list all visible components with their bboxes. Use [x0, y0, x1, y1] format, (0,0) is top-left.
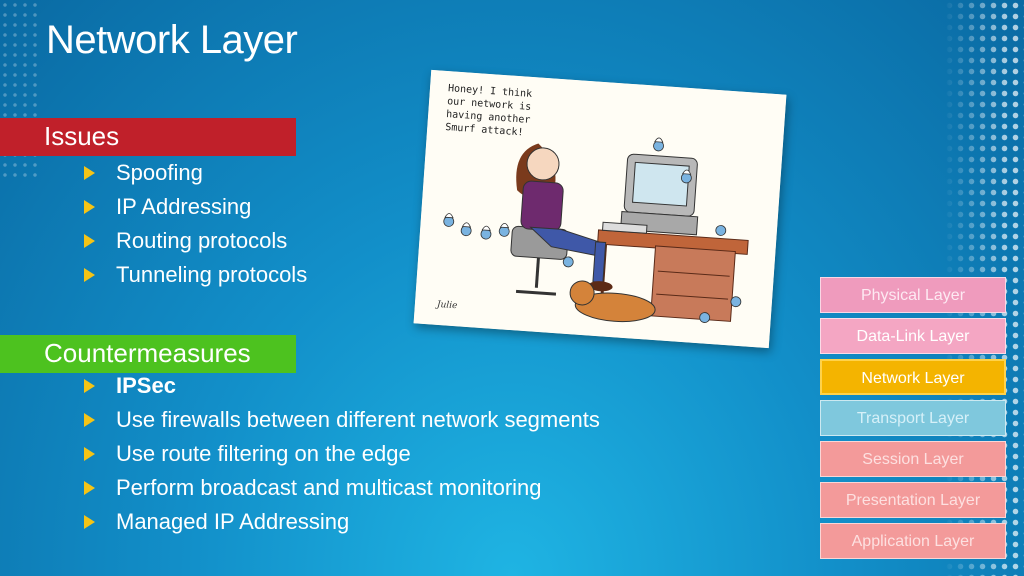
countermeasures-heading: Countermeasures — [0, 335, 296, 373]
list-item: Use firewalls between different network … — [80, 403, 600, 437]
layer-data-link: Data-Link Layer — [820, 318, 1006, 354]
osi-layer-stack: Physical Layer Data-Link Layer Network L… — [820, 277, 1006, 564]
bullet-arrow-icon — [84, 413, 95, 427]
list-item: Perform broadcast and multicast monitori… — [80, 471, 600, 505]
cartoon-signature: Julie — [435, 300, 458, 312]
bullet-arrow-icon — [84, 200, 95, 214]
bullet-arrow-icon — [84, 481, 95, 495]
issues-heading: Issues — [0, 118, 296, 156]
bullet-arrow-icon — [84, 234, 95, 248]
list-item: Routing protocols — [80, 224, 307, 258]
bullet-arrow-icon — [84, 166, 95, 180]
layer-transport: Transport Layer — [820, 400, 1006, 436]
bullet-arrow-icon — [84, 379, 95, 393]
layer-presentation: Presentation Layer — [820, 482, 1006, 518]
list-item: Spoofing — [80, 156, 307, 190]
layer-network: Network Layer — [820, 359, 1006, 395]
smurf-attack-cartoon: Honey! I think our network is having ano… — [413, 69, 787, 349]
layer-application: Application Layer — [820, 523, 1006, 559]
layer-physical: Physical Layer — [820, 277, 1006, 313]
list-item: Tunneling protocols — [80, 258, 307, 292]
caption-line: Smurf attack! — [445, 122, 524, 138]
bullet-arrow-icon — [84, 268, 95, 282]
list-item: IP Addressing — [80, 190, 307, 224]
slide-title: Network Layer — [46, 18, 298, 62]
list-item: Use route filtering on the edge — [80, 437, 600, 471]
issues-list: Spoofing IP Addressing Routing protocols… — [80, 156, 307, 292]
countermeasures-list: IPSec Use firewalls between different ne… — [80, 369, 600, 539]
list-item: Managed IP Addressing — [80, 505, 600, 539]
bullet-arrow-icon — [84, 447, 95, 461]
list-item: IPSec — [80, 369, 600, 403]
bullet-arrow-icon — [84, 515, 95, 529]
cartoon-illustration: Honey! I think our network is having ano… — [413, 69, 787, 349]
layer-session: Session Layer — [820, 441, 1006, 477]
